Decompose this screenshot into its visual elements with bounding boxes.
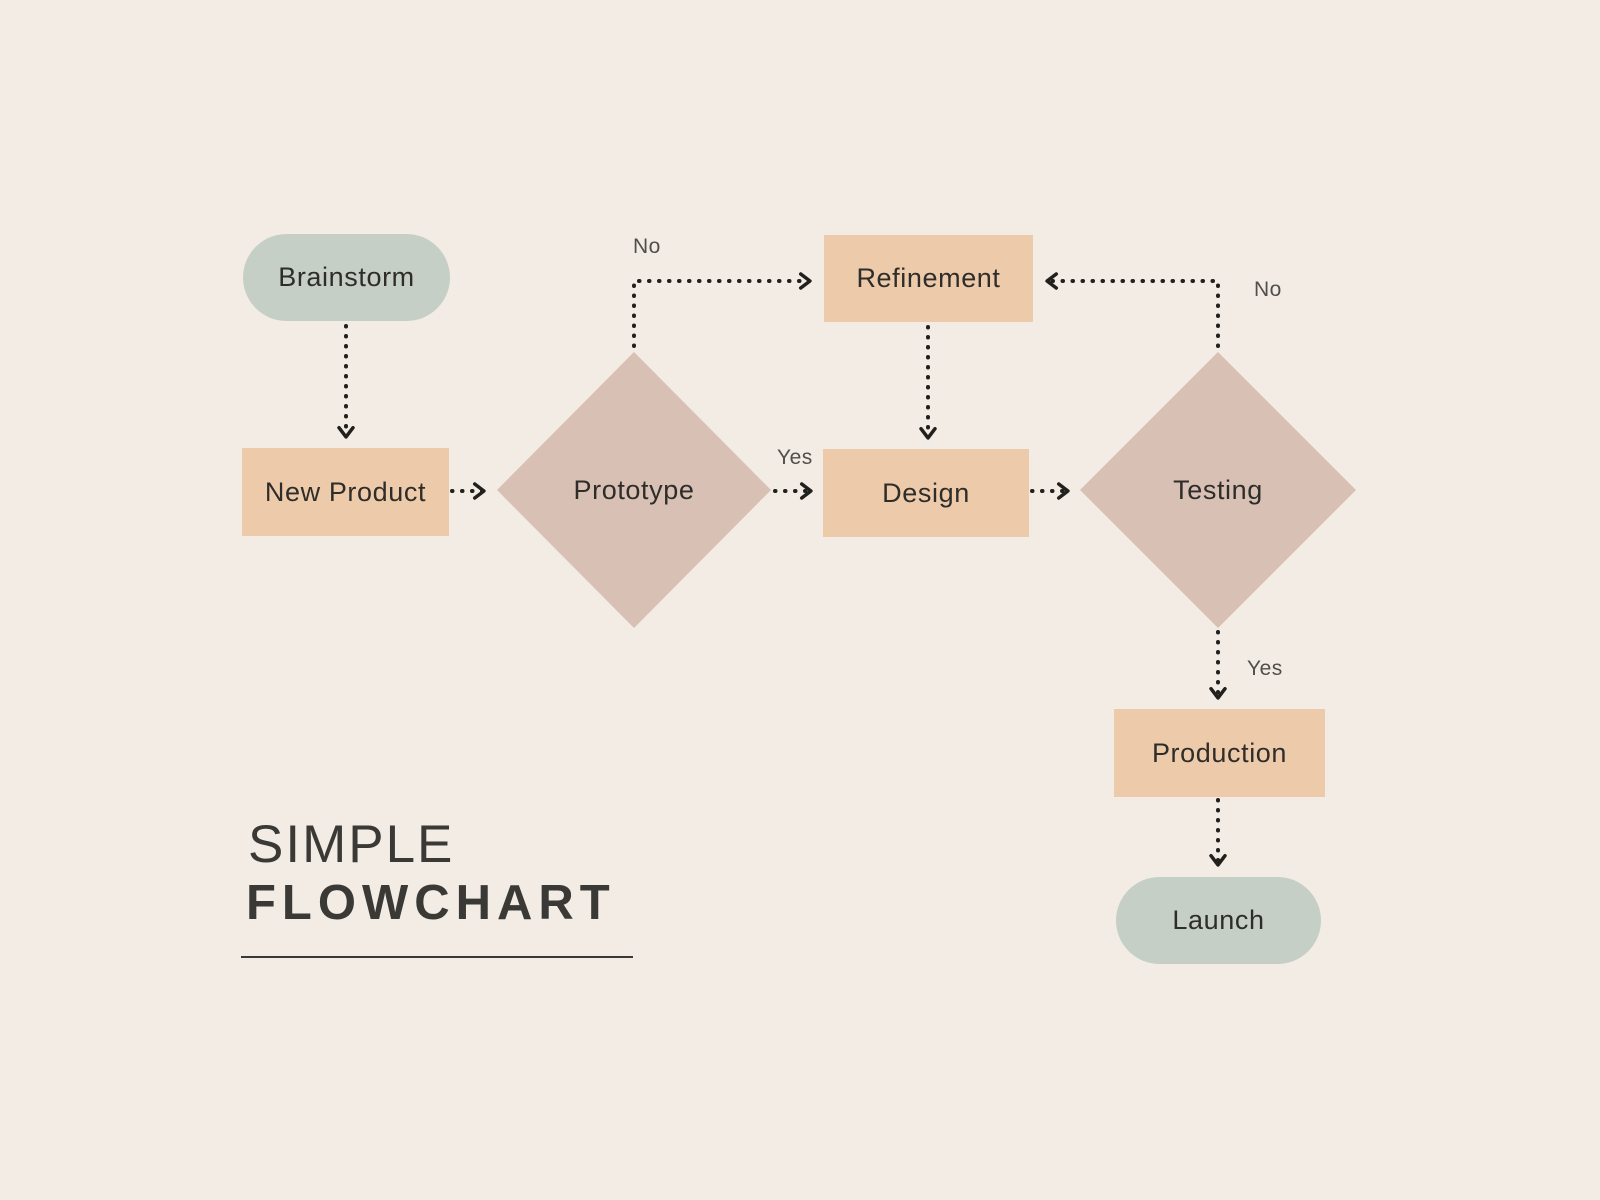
edge-label-testing-no: No <box>1254 278 1282 301</box>
node-design: Design <box>823 449 1029 537</box>
node-production: Production <box>1114 709 1325 797</box>
node-launch: Launch <box>1116 877 1321 964</box>
title-line-simple: SIMPLE <box>248 815 455 874</box>
node-brainstorm: Brainstorm <box>243 234 450 321</box>
edge-label-prototype-yes: Yes <box>777 446 813 469</box>
node-new-product: New Product <box>242 448 449 536</box>
edge-label-prototype-no: No <box>633 235 661 258</box>
node-refinement: Refinement <box>824 235 1033 322</box>
title-line-flowchart: FLOWCHART <box>246 876 616 930</box>
edge-prototype-to-refinement-no <box>632 272 812 348</box>
title-underline <box>241 956 633 958</box>
edge-label-testing-yes: Yes <box>1247 657 1283 680</box>
edge-testing-to-refinement-no <box>1045 272 1220 348</box>
